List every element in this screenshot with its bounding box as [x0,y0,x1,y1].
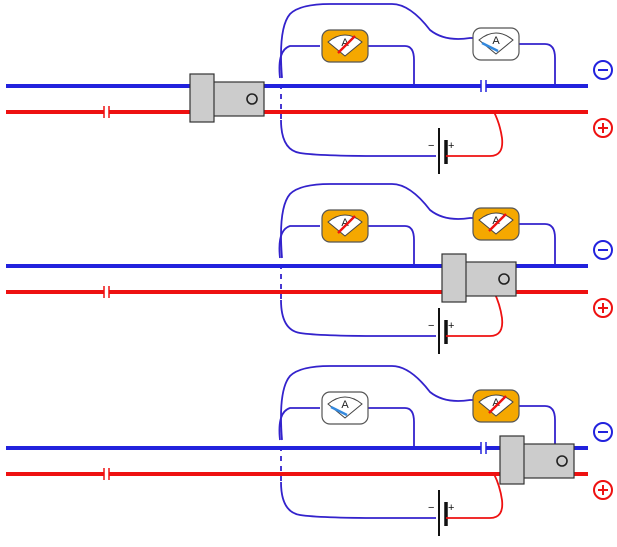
negative-terminal [593,60,613,80]
meter-feed-wire [278,407,320,441]
battery-negative-wire [280,119,436,157]
battery-plus-label: + [448,502,454,514]
left-meter-return-wire [368,407,415,448]
right-ammeter: A [472,389,520,423]
rail-switch-device [189,73,265,123]
right-meter-return-wire [518,223,556,266]
upper-wire [280,183,480,259]
positive-rail-gap [104,286,109,298]
negative-terminal [593,422,613,442]
battery-plus-label: + [448,320,454,332]
meter-feed-wire [278,45,320,79]
meter-needle [330,405,348,417]
device-knob [498,273,510,285]
upper-wire [280,365,480,441]
battery-positive-wire [446,111,504,157]
negative-terminal [593,240,613,260]
panel-2: − + A A [6,183,613,354]
meter-label: A [341,217,349,229]
left-meter-return-wire [368,225,415,266]
battery-positive-wire [446,473,504,519]
upper-wire [280,3,480,79]
device-handle [441,253,467,303]
right-ammeter: A [472,27,520,61]
device-handle [499,435,525,485]
panel-3: − + A A [6,365,613,536]
meter-feed-wire [278,225,320,259]
right-meter-return-wire [518,405,556,448]
positive-rail-gap [104,106,109,118]
battery-minus-label: − [428,502,434,514]
meter-dial [478,32,514,55]
left-meter-return-wire [368,45,415,86]
meter-needle [488,213,507,232]
positive-terminal [593,480,613,500]
right-meter-return-wire [518,43,556,86]
meter-needle [481,41,499,53]
meter-label: A [341,399,349,411]
meter-needle [337,35,356,54]
left-ammeter: A [321,29,369,63]
panel-1: − + A A [6,3,613,174]
meter-label: A [341,37,349,49]
battery-negative-wire [280,481,436,519]
positive-terminal [593,118,613,138]
battery-negative-wire [280,299,436,337]
battery-plus-label: + [448,140,454,152]
negative-rail-gap [481,80,486,92]
left-ammeter: A [321,209,369,243]
device-handle [189,73,215,123]
rail-switch-device [499,435,575,485]
meter-label: A [492,397,500,409]
right-ammeter: A [472,207,520,241]
positive-rail-gap [104,468,109,480]
negative-rail-gap [481,442,486,454]
meter-label: A [492,215,500,227]
meter-needle [337,215,356,234]
meter-needle [488,395,507,414]
meter-label: A [492,35,500,47]
rail-switch-device [441,253,517,303]
meter-dial [327,396,363,419]
device-knob [556,455,568,467]
left-ammeter: A [321,391,369,425]
device-knob [246,93,258,105]
battery-minus-label: − [428,140,434,152]
battery-minus-label: − [428,320,434,332]
battery-positive-wire [446,291,504,337]
positive-terminal [593,298,613,318]
